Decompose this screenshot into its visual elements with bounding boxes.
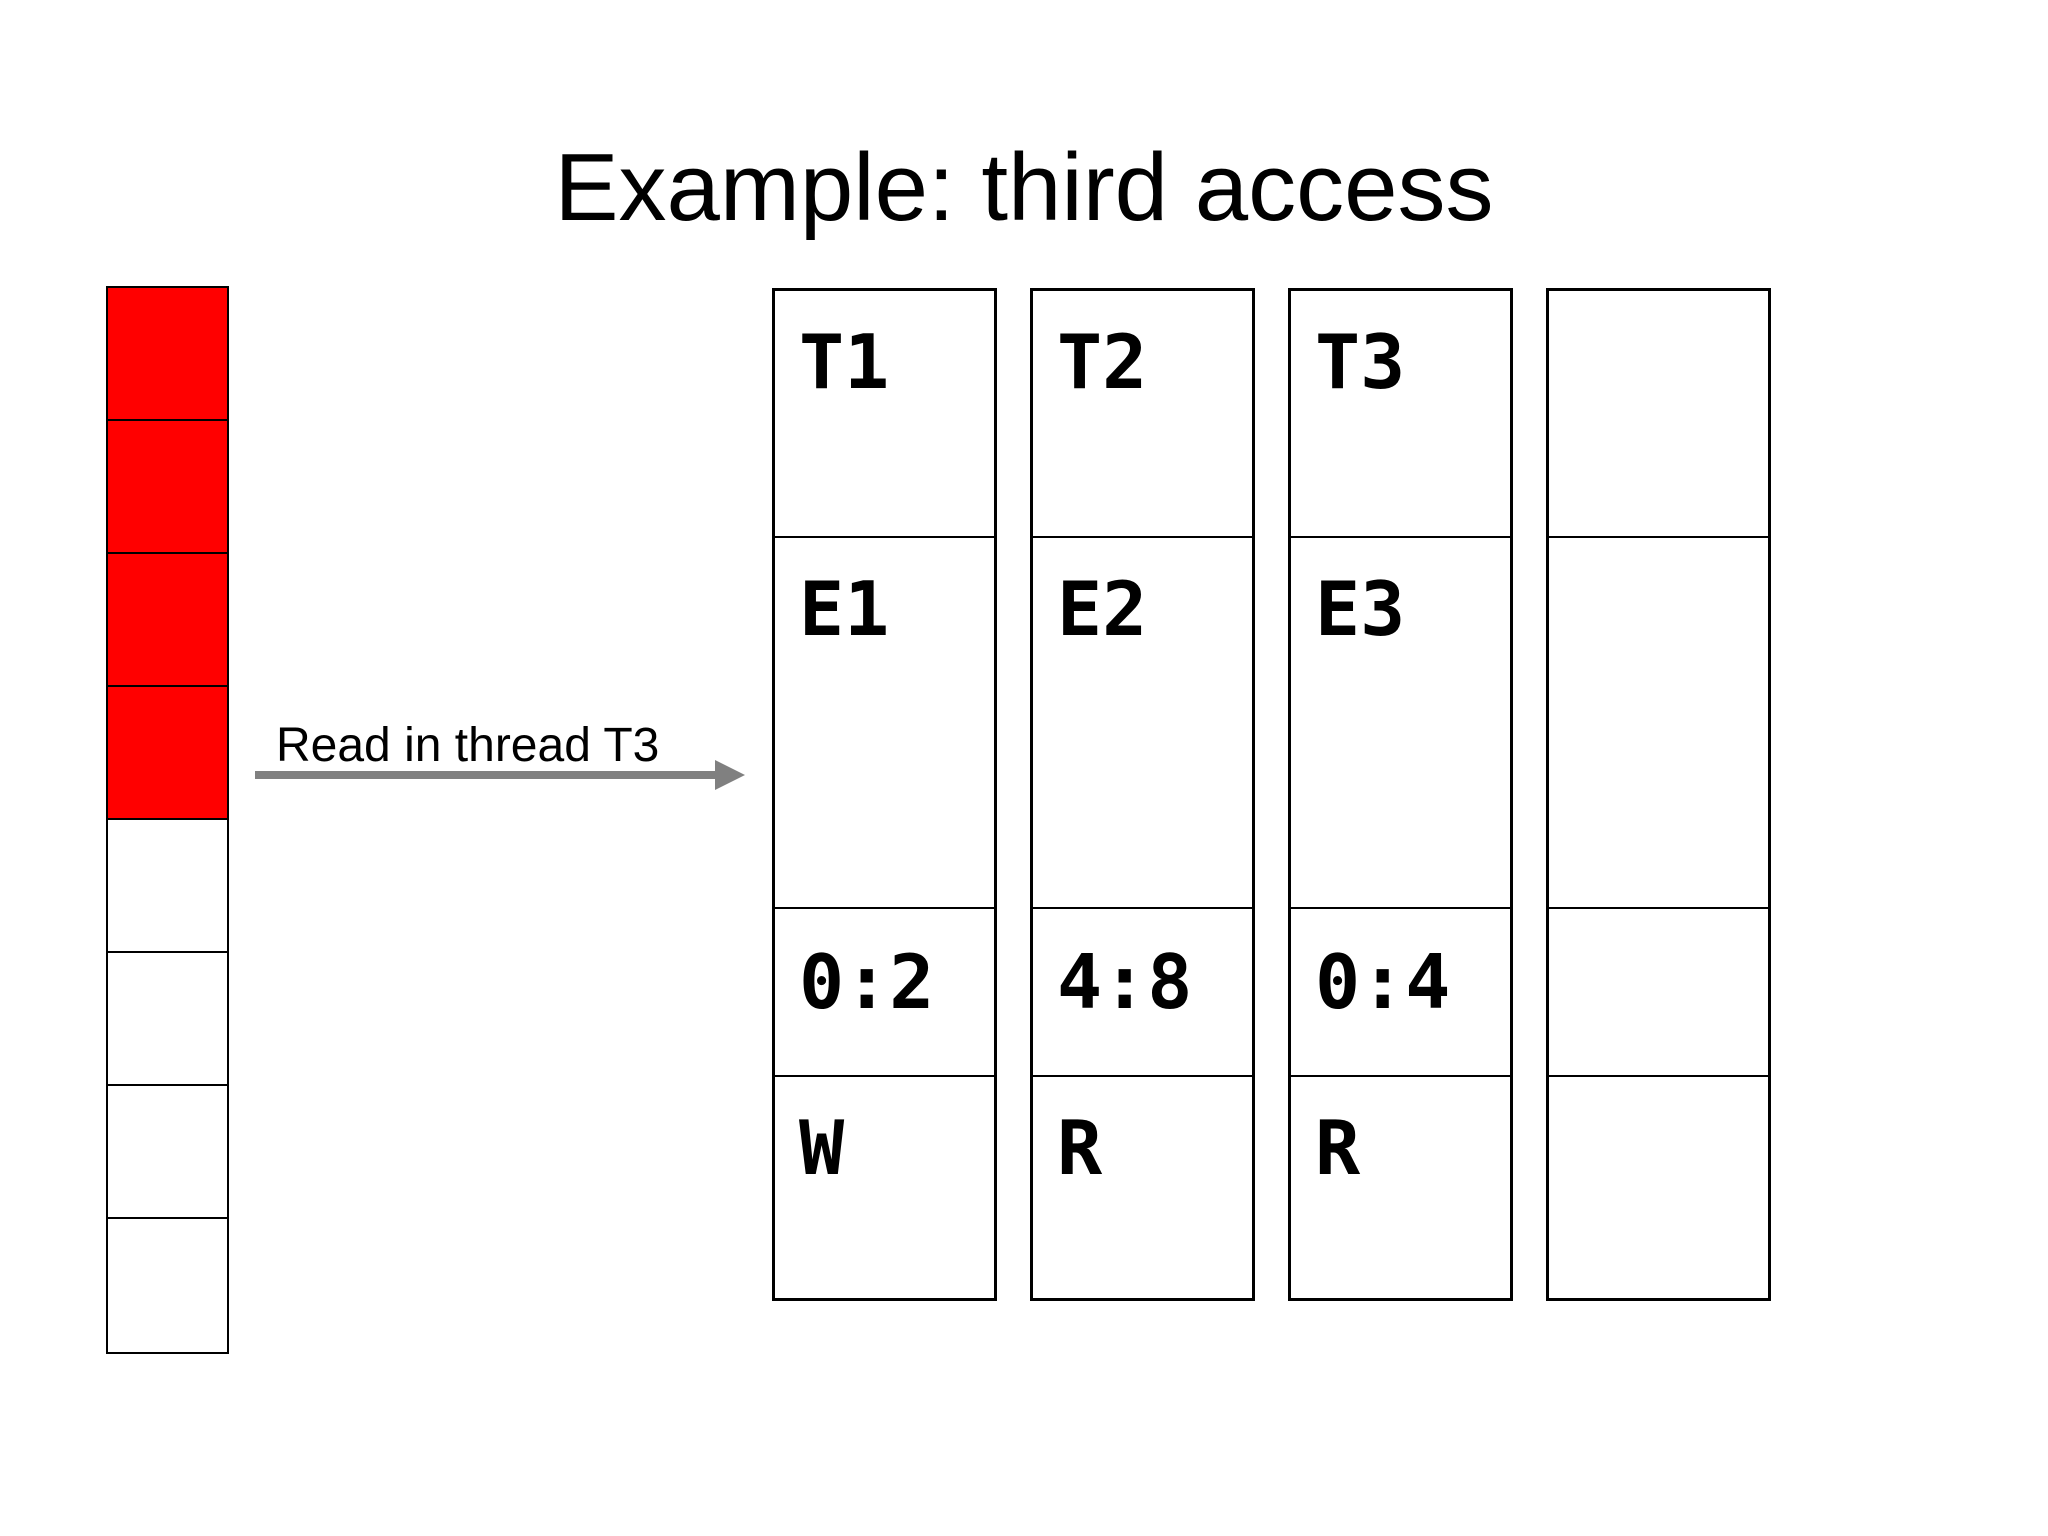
memory-cell-7: [108, 1219, 227, 1352]
cache-column-2: T2 E2 4:8 R: [1030, 288, 1255, 1301]
slide-title: Example: third access: [554, 134, 1494, 241]
range-cell: [1549, 909, 1768, 1077]
cache-column-3: T3 E3 0:4 R: [1288, 288, 1513, 1301]
memory-column: [106, 286, 229, 1354]
op-cell: R: [1057, 1104, 1103, 1192]
tag-cell: T2: [1033, 291, 1252, 538]
arrow-label: Read in thread T3: [276, 719, 660, 772]
entry-cell: E1: [775, 538, 994, 909]
range-cell: 0:4: [1291, 909, 1510, 1077]
op-cell: [1549, 1077, 1768, 1298]
arrow-right-icon: [715, 760, 745, 790]
op-cell: W: [799, 1104, 845, 1192]
arrow-line: [255, 771, 717, 779]
memory-cell-3: [108, 687, 227, 820]
memory-cell-5: [108, 953, 227, 1086]
memory-cell-6: [108, 1086, 227, 1219]
op-cell: R: [1315, 1104, 1361, 1192]
range-cell: 0:2: [775, 909, 994, 1077]
tag-cell: T3: [1291, 291, 1510, 538]
entry-cell: E2: [1033, 538, 1252, 909]
memory-cell-4: [108, 820, 227, 953]
tag-cell: [1549, 291, 1768, 538]
entry-cell: [1549, 538, 1768, 909]
cache-column-1: T1 E1 0:2 W: [772, 288, 997, 1301]
entry-cell: E3: [1291, 538, 1510, 909]
range-cell: 4:8: [1033, 909, 1252, 1077]
memory-cell-0: [108, 288, 227, 421]
memory-cell-1: [108, 421, 227, 554]
tag-cell: T1: [775, 291, 994, 538]
memory-cell-2: [108, 554, 227, 687]
cache-column-4: [1546, 288, 1771, 1301]
